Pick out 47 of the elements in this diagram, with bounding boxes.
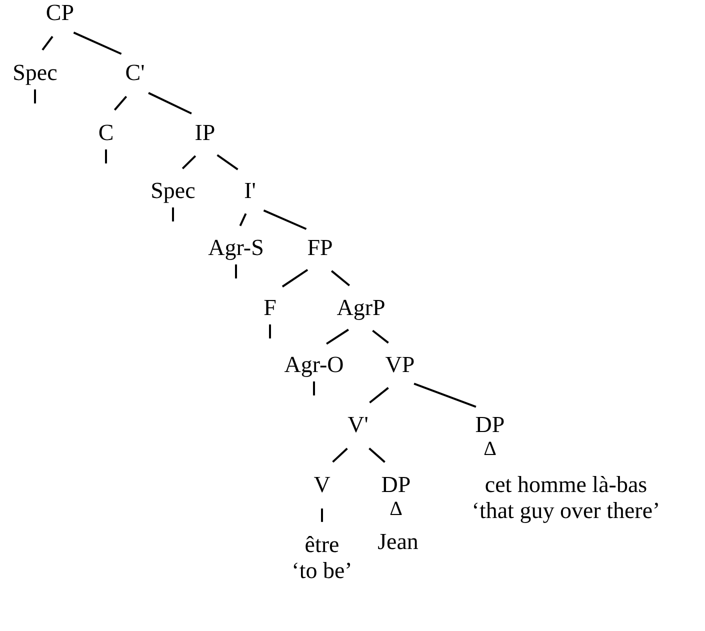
branch-line [73, 32, 122, 55]
branch-line [368, 448, 386, 463]
branch-line [282, 268, 308, 288]
branch-line [269, 324, 271, 338]
category-label: Spec [12, 60, 58, 86]
branch-line [332, 448, 348, 463]
branch-line [263, 210, 307, 230]
category-label: Agr-O [284, 352, 344, 378]
category-label: F [264, 295, 276, 322]
category-label: C [98, 120, 114, 146]
triangle-mark: Δ [484, 439, 496, 460]
branch-line [313, 381, 315, 396]
branch-line [42, 36, 54, 51]
category-label: I' [244, 178, 256, 204]
category-label: DP [381, 472, 411, 498]
branch-line [148, 92, 192, 114]
category-label: DP [475, 412, 505, 438]
branch-line [321, 508, 323, 522]
branch-line [235, 264, 237, 278]
category-label: FP [307, 235, 333, 262]
branch-line [372, 330, 389, 344]
category-label: V [314, 472, 330, 498]
category-label: CP [46, 0, 74, 26]
branch-line [216, 154, 238, 170]
word-label: être [304, 532, 340, 558]
category-label: Agr-S [208, 235, 264, 262]
branch-line [182, 155, 196, 170]
category-label: IP [194, 120, 216, 146]
branch-line [34, 89, 36, 104]
triangle-mark: Δ [390, 499, 402, 520]
branch-line [369, 387, 389, 404]
gloss-label: ‘to be’ [292, 558, 352, 585]
category-label: Jean [378, 529, 418, 556]
branch-line [172, 207, 174, 222]
branch-line [239, 213, 247, 226]
branch-line [105, 149, 107, 164]
branch-line [326, 328, 349, 345]
category-label: C' [125, 60, 145, 86]
branch-line [414, 382, 476, 408]
gloss-label: ‘that guy over there’ [472, 498, 660, 525]
category-label: VP [385, 352, 415, 378]
branch-line [114, 96, 128, 111]
category-label: AgrP [336, 295, 386, 322]
word-label: cet homme là-bas [484, 472, 648, 498]
branch-line [330, 270, 350, 286]
category-label: Spec [150, 178, 196, 204]
category-label: V' [348, 412, 368, 438]
